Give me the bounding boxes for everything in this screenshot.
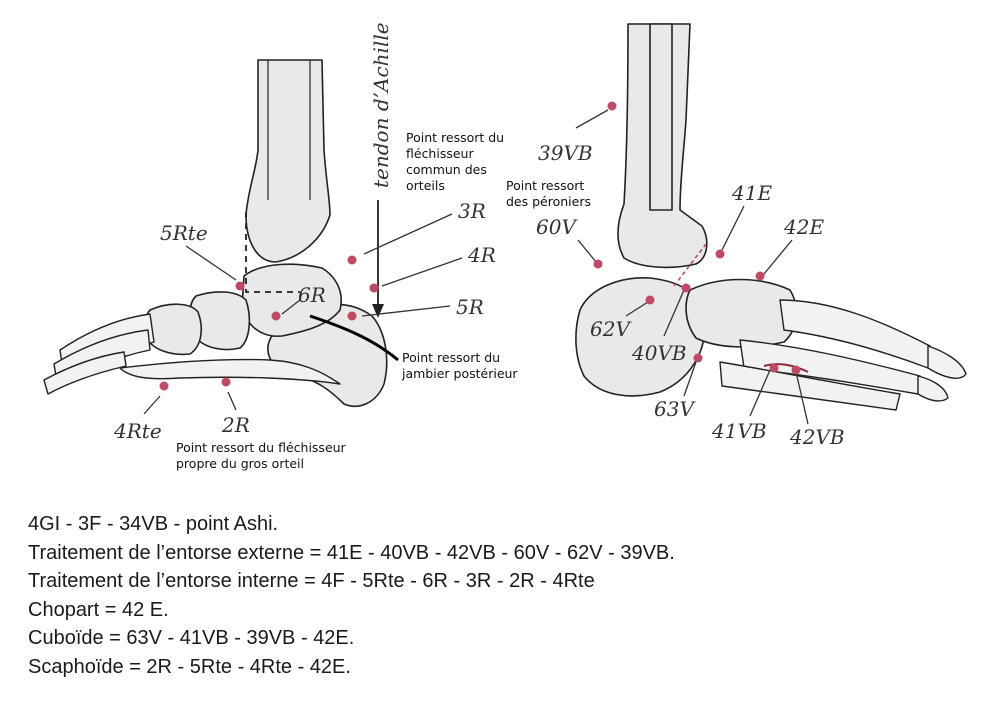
svg-text:Point ressort du fléchisseur: Point ressort du fléchisseur [176,440,347,455]
point-60v [593,259,603,269]
label-42e: 42E [783,215,824,239]
medial-foot-drawing [43,59,399,408]
point-41e [715,249,725,259]
medial-points [159,255,379,391]
legend-line-cuboide: Cuboïde = 63V - 41VB - 39VB - 42E. [28,627,355,649]
point-5r [347,311,357,321]
note-peroniers: Point ressort des péroniers [506,178,591,209]
point-42e [755,271,765,281]
label-4r: 4R [467,243,496,267]
medial-leaders [143,213,463,415]
label-2r: 2R [221,413,250,437]
legend-line-scaphoide: Scaphoïde = 2R - 5Rte - 4Rte - 42E. [28,655,351,678]
treatment-legend: 4GI - 3F - 34VB - point Ashi. Traitement… [28,510,988,681]
foot-diagrams: tendon d’Achille 5Rte 3R 4R 5R 6R 4Rte 2… [43,22,967,471]
point-39vb [607,101,617,111]
note-jambier-posterieur: Point ressort du jambier postérieur [401,350,518,381]
label-62v: 62V [590,317,632,341]
tendon-achille-label: tendon d’Achille [369,22,393,188]
svg-text:commun des: commun des [406,162,487,177]
lateral-leaders [575,109,809,425]
svg-text:orteils: orteils [406,178,445,193]
label-5r: 5R [456,295,484,319]
point-4r [369,283,379,293]
label-60v: 60V [536,215,578,239]
note-flechisseur-propre: Point ressort du fléchisseur propre du g… [176,440,347,471]
label-3r: 3R [458,199,486,223]
svg-text:propre du gros orteil: propre du gros orteil [176,456,304,471]
legend-line-entorse-externe: Traitement de l’entorse externe = 41E - … [28,541,675,564]
point-41vb [769,363,779,373]
label-39vb: 39VB [538,141,593,165]
point-40vb [681,283,691,293]
note-flechisseur-commun: Point ressort du fléchisseur commun des … [406,130,504,193]
svg-text:des péroniers: des péroniers [506,194,591,209]
svg-text:Point ressort: Point ressort [506,178,584,193]
label-40vb: 40VB [631,341,687,365]
label-5rte: 5Rte [160,221,208,245]
point-3r [347,255,357,265]
label-6r: 6R [298,283,326,307]
label-4rte: 4Rte [113,419,162,443]
svg-text:Point ressort du: Point ressort du [406,130,504,145]
legend-line-entorse-interne: Traitement de l’entorse interne = 4F - 5… [28,570,595,592]
point-2r [221,377,231,387]
label-41e: 41E [731,181,772,205]
svg-text:jambier postérieur: jambier postérieur [401,366,518,381]
point-5rte [235,281,245,291]
legend-line-chopart: Chopart = 42 E. [28,598,169,621]
point-4rte [159,381,169,391]
label-63v: 63V [654,397,696,421]
point-62v [645,295,655,305]
lateral-foot-drawing [575,23,967,411]
svg-text:Point ressort du: Point ressort du [402,350,500,365]
point-6r [271,311,281,321]
label-42vb: 42VB [789,425,845,449]
svg-text:fléchisseur: fléchisseur [406,146,474,161]
point-42vb [791,365,801,375]
lateral-points [593,101,801,375]
legend-line-general: 4GI - 3F - 34VB - point Ashi. [28,513,279,535]
point-63v [693,353,703,363]
label-41vb: 41VB [711,419,767,443]
